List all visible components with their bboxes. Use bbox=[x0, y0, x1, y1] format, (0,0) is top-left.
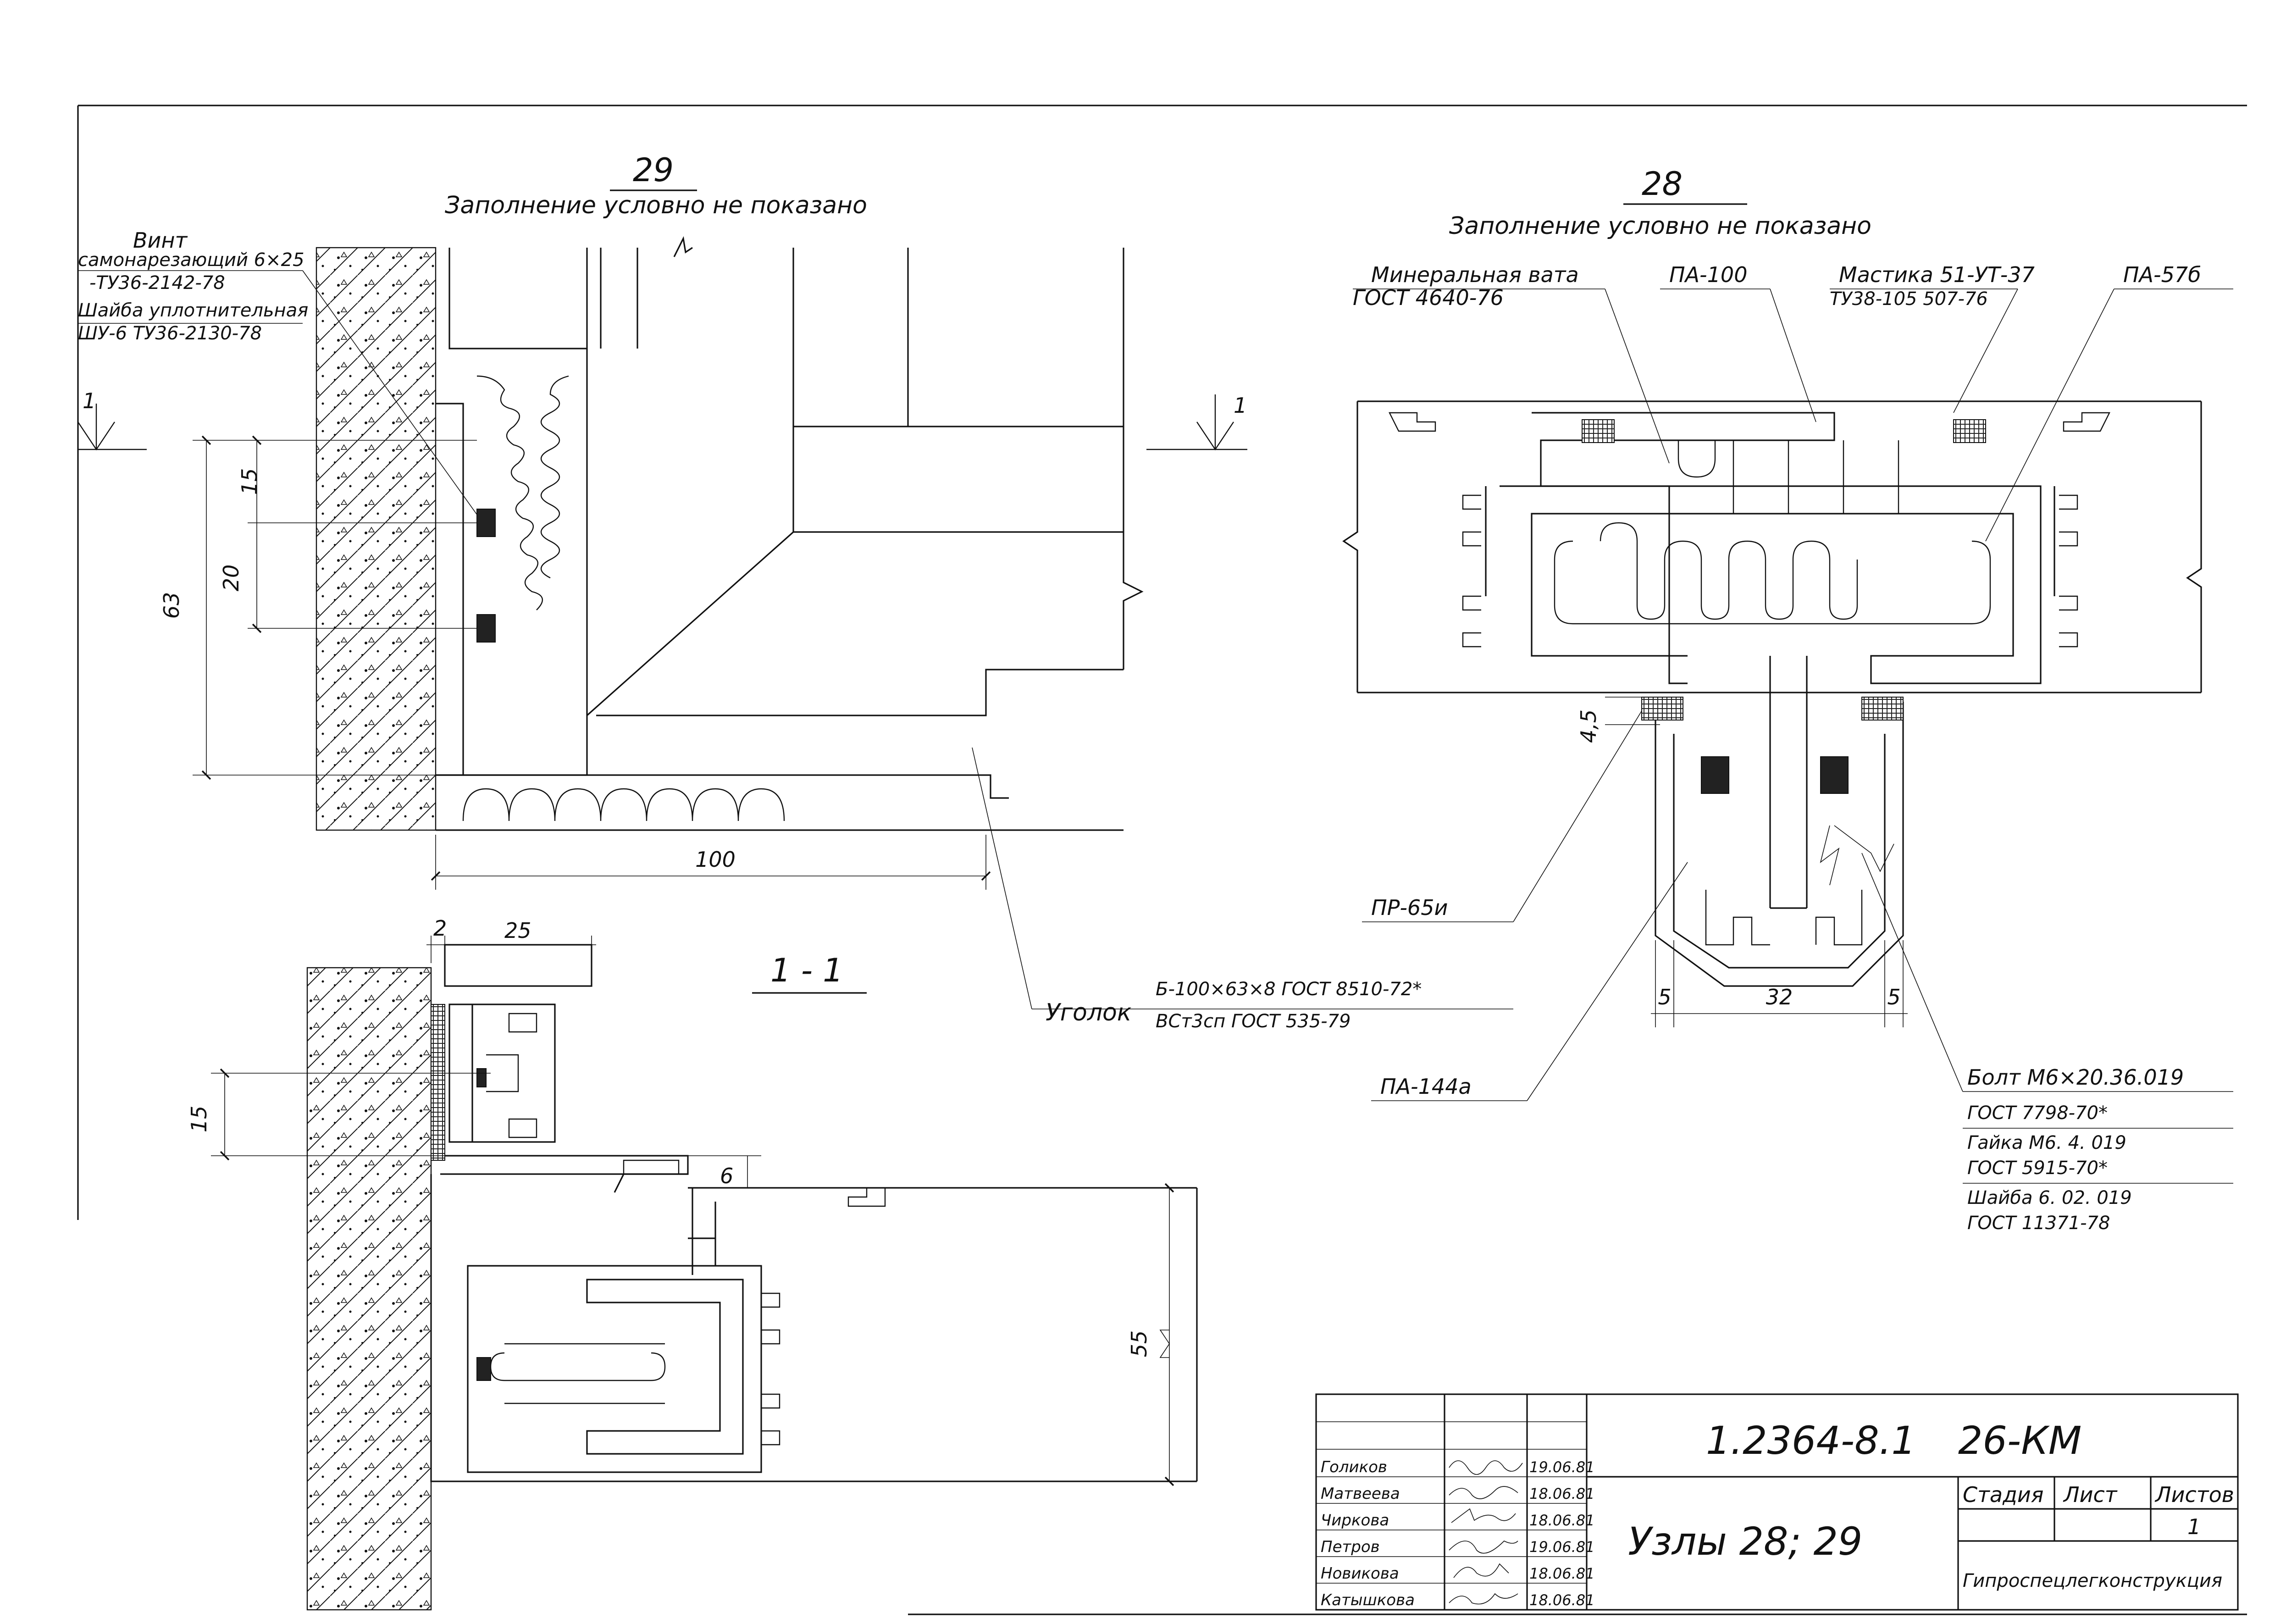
dim-4-5: 4,5 bbox=[1576, 697, 1660, 743]
dim-20: 20 bbox=[219, 565, 244, 592]
sheets-label: Листов bbox=[2154, 1482, 2234, 1507]
dim-32: 32 bbox=[1766, 985, 1793, 1009]
svg-text:ВСт3сп ГОСТ 535-79: ВСт3сп ГОСТ 535-79 bbox=[1156, 1011, 1351, 1032]
node-29-note: Заполнение условно не показано bbox=[445, 192, 867, 219]
svg-text:Шайба 6. 02. 019: Шайба 6. 02. 019 bbox=[1967, 1187, 2132, 1208]
signer-3-date: 18.06.81 bbox=[1529, 1512, 1595, 1529]
signer-2-date: 18.06.81 bbox=[1529, 1485, 1595, 1502]
svg-text:Минеральная вата: Минеральная вата bbox=[1371, 262, 1579, 287]
signer-4-name: Петров bbox=[1321, 1538, 1380, 1556]
svg-text:ГОСТ 7798-70*: ГОСТ 7798-70* bbox=[1967, 1103, 2108, 1124]
svg-text:4,5: 4,5 bbox=[1576, 709, 1601, 743]
svg-text:Шайба уплотнительная: Шайба уплотнительная bbox=[78, 300, 308, 321]
node-28-number: 28 bbox=[1642, 165, 1683, 203]
signer-6-name: Катышкова bbox=[1321, 1591, 1415, 1609]
section-1-1-title: 1 - 1 bbox=[770, 952, 843, 989]
signer-3-name: Чиркова bbox=[1321, 1511, 1389, 1530]
svg-text:ПА-57б: ПА-57б bbox=[2123, 262, 2201, 287]
dim-15: 15 bbox=[237, 468, 262, 495]
svg-text:ПР-65и: ПР-65и bbox=[1371, 895, 1448, 920]
signer-6-date: 18.06.81 bbox=[1529, 1591, 1595, 1609]
svg-text:самонарезающий 6×25: самонарезающий 6×25 bbox=[78, 249, 304, 271]
svg-text:ШУ-6 ТУ36-2130-78: ШУ-6 ТУ36-2130-78 bbox=[78, 323, 262, 344]
dimensions-28-bottom: 5 32 5 bbox=[1651, 940, 1908, 1027]
sheet-title: Узлы 28; 29 bbox=[1628, 1519, 1862, 1564]
angle-callout: Уголок Б-100×63×8 ГОСТ 8510-72* ВСт3сп Г… bbox=[972, 747, 1513, 1032]
svg-text:1: 1 bbox=[83, 388, 96, 413]
svg-text:ПА-144а: ПА-144а bbox=[1380, 1074, 1472, 1099]
organization: Гипроспецлегконструкция bbox=[1963, 1570, 2222, 1591]
signature-marks bbox=[1449, 1460, 1523, 1605]
section-1-1: 1 - 1 2 25 15 bbox=[187, 916, 1198, 1611]
dim-25: 25 bbox=[504, 918, 531, 943]
svg-text:Б-100×63×8 ГОСТ 8510-72*: Б-100×63×8 ГОСТ 8510-72* bbox=[1156, 979, 1422, 1000]
signer-2-name: Матвеева bbox=[1321, 1485, 1400, 1503]
bolt-callout: Болт М6×20.36.019 ГОСТ 7798-70* Гайка М6… bbox=[1861, 853, 2233, 1234]
dim-2: 2 bbox=[433, 916, 447, 941]
pr65-callout: ПР-65и bbox=[1362, 710, 1642, 922]
svg-text:Болт М6×20.36.019: Болт М6×20.36.019 bbox=[1967, 1065, 2184, 1090]
signer-4-date: 19.06.81 bbox=[1529, 1538, 1595, 1556]
svg-text:ГОСТ 11371-78: ГОСТ 11371-78 bbox=[1967, 1213, 2110, 1234]
dim-5-left: 5 bbox=[1658, 985, 1671, 1009]
dim-55: 55 bbox=[1127, 1330, 1151, 1358]
signer-5-date: 18.06.81 bbox=[1529, 1565, 1595, 1582]
dim-63: 63 bbox=[159, 592, 184, 619]
stage-label: Стадия bbox=[1963, 1482, 2043, 1507]
sheets-value: 1 bbox=[2187, 1514, 2201, 1539]
svg-text:-ТУ36-2142-78: -ТУ36-2142-78 bbox=[89, 272, 225, 294]
svg-text:Гайка М6. 4. 019: Гайка М6. 4. 019 bbox=[1967, 1132, 2126, 1153]
pa144-callout: ПА-144а bbox=[1371, 862, 1688, 1101]
svg-text:ТУ38-105 507-76: ТУ38-105 507-76 bbox=[1830, 288, 1988, 310]
section-wall bbox=[306, 967, 432, 1611]
svg-text:Уголок: Уголок bbox=[1046, 999, 1132, 1026]
node-28: 28 Заполнение условно не показано Минера… bbox=[1342, 165, 2233, 1234]
signer-5-name: Новикова bbox=[1321, 1564, 1399, 1583]
section-mark-1-right: 1 bbox=[1146, 393, 1247, 451]
svg-text:1: 1 bbox=[1234, 393, 1247, 418]
svg-text:ГОСТ 4640-76: ГОСТ 4640-76 bbox=[1353, 285, 1504, 310]
signer-1-date: 19.06.81 bbox=[1529, 1458, 1595, 1476]
node-29: 29 Заполнение условно не показано Винт с… bbox=[77, 151, 1513, 1032]
node-28-note: Заполнение условно не показано bbox=[1449, 212, 1871, 240]
title-block: Голиков Матвеева Чиркова Петров Новикова… bbox=[1315, 1393, 2239, 1611]
concrete-wall bbox=[316, 247, 437, 831]
dim-6: 6 bbox=[720, 1164, 733, 1188]
doc-code: 1.2364-8.1 bbox=[1706, 1418, 1916, 1463]
svg-text:ПА-100: ПА-100 bbox=[1669, 262, 1747, 287]
svg-text:Винт: Винт bbox=[133, 228, 188, 253]
dimensions-29: 15 20 63 100 bbox=[159, 435, 991, 890]
sheet-frame bbox=[77, 105, 2247, 1615]
signer-1-name: Голиков bbox=[1321, 1458, 1387, 1476]
dimensions-section: 2 25 15 6 55 bbox=[187, 916, 1197, 1486]
doc-mark: 26-КМ bbox=[1958, 1418, 2081, 1463]
dim-100: 100 bbox=[695, 847, 736, 872]
screw-callout: Винт самонарезающий 6×25 -ТУ36-2142-78 Ш… bbox=[78, 228, 487, 528]
dim-15-section: 15 bbox=[187, 1106, 211, 1133]
section-mark-1-left: 1 bbox=[77, 388, 147, 451]
svg-text:Мастика 51-УТ-37: Мастика 51-УТ-37 bbox=[1839, 262, 2035, 287]
node-29-number: 29 bbox=[633, 151, 674, 189]
node-28-top-labels: Минеральная вата ГОСТ 4640-76 ПА-100 Мас… bbox=[1353, 262, 2233, 542]
dim-5-right: 5 bbox=[1887, 985, 1900, 1009]
sheet-label: Лист bbox=[2063, 1482, 2118, 1507]
svg-text:ГОСТ 5915-70*: ГОСТ 5915-70* bbox=[1967, 1158, 2108, 1179]
